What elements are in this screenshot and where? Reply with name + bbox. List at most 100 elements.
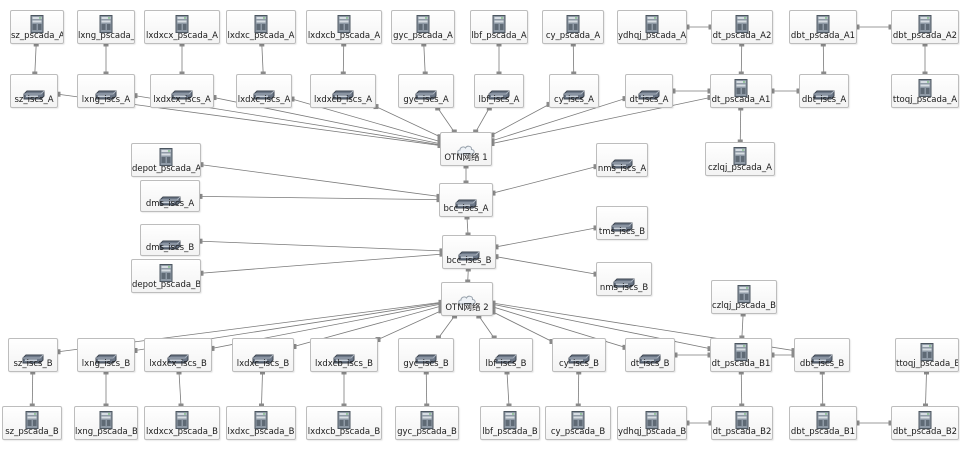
link-depot_pscada_B-bcc_iscs_B[interactable] [165, 251, 470, 277]
node-depot-pscada-b[interactable]: depot_pscada_B [131, 259, 201, 293]
node-lxdxcx-iscs-b[interactable]: lxdxcx_iscs_B [144, 338, 212, 372]
node-label: lbf_pscada_A [471, 31, 527, 41]
node-label: sz_iscs_A [14, 95, 54, 105]
network-switch-icon [613, 273, 635, 288]
node-ttoqj-pscada-a[interactable]: ttoqj_pscada_A [891, 74, 959, 108]
network-cloud-icon [456, 140, 476, 155]
node-label: lxdxc_pscada_A [227, 31, 295, 41]
node-label: dms_iscs_B [145, 243, 195, 253]
node-label: cy_pscada_B [550, 427, 606, 437]
server-cabinet-icon [735, 15, 749, 33]
node-nms-iscs-a[interactable]: nms_iscs_A [596, 143, 648, 177]
node-lxdxcx-pscada-a[interactable]: lxdxcx_pscada_A [144, 10, 220, 44]
node-label: gyc_pscada_A [393, 31, 453, 41]
node-label: dt_pscada_B1 [711, 359, 771, 369]
link-depot_pscada_A-bcc_iscs_A[interactable] [165, 159, 467, 201]
node-cy-pscada-b[interactable]: cy_pscada_B [545, 406, 611, 440]
node-sz-pscada-b[interactable]: sz_pscada_B [2, 406, 62, 440]
node-czlqj-pscada-a[interactable]: czlqj_pscada_A [705, 142, 775, 176]
server-cabinet-icon [734, 79, 748, 97]
server-cabinet-icon [416, 15, 430, 33]
node-lxng-pscada-a[interactable]: lxng_pscada_A [77, 10, 135, 44]
link-dms_iscs_B-bcc_iscs_B[interactable] [169, 239, 470, 253]
node-dbt-pscada-b2[interactable]: dbt_pscada_B2 [891, 406, 959, 440]
node-label: ydhqj_pscada_A [618, 31, 686, 41]
node-dt-pscada-a2[interactable]: dt_pscada_A2 [711, 10, 773, 44]
server-cabinet-icon [918, 15, 932, 33]
server-cabinet-icon [337, 15, 351, 33]
node-dt-pscada-b2[interactable]: dt_pscada_B2 [711, 406, 773, 440]
node-lbf-pscada-b[interactable]: lbf_pscada_B [480, 406, 540, 440]
node-label: lxng_pscada_B [75, 427, 137, 437]
node-tms-iscs-b[interactable]: tms_iscs_B [596, 206, 648, 240]
network-switch-icon [159, 191, 181, 206]
node-ttoqj-pscada-b[interactable]: ttoqj_pscada_B [895, 338, 959, 372]
node-lxng-iscs-b[interactable]: lxng_iscs_B [77, 338, 135, 372]
node-bcc-iscs-a[interactable]: bcc_iscs_A [439, 183, 493, 217]
node-cy-pscada-a[interactable]: cy_pscada_A [542, 10, 604, 44]
node-lbf-pscada-a[interactable]: lbf_pscada_A [470, 10, 528, 44]
node-dt-pscada-b1[interactable]: dt_pscada_B1 [710, 338, 772, 372]
node-depot-pscada-a[interactable]: depot_pscada_A [131, 143, 201, 177]
server-cabinet-icon [566, 15, 580, 33]
node-label: gyc_iscs_A [403, 95, 449, 105]
node-lxdxc-iscs-a[interactable]: lxdxc_iscs_A [236, 74, 292, 108]
node-dbt-pscada-a1[interactable]: dbt_pscada_A1 [789, 10, 857, 44]
node-lbf-iscs-b[interactable]: lbf_iscs_B [479, 338, 533, 372]
node-lxdxc-pscada-a[interactable]: lxdxc_pscada_A [226, 10, 296, 44]
network-cloud-icon [457, 290, 477, 305]
node-label: lbf_pscada_B [482, 427, 538, 437]
node-dt-pscada-a1[interactable]: dt_pscada_A1 [710, 74, 772, 108]
node-dms-iscs-b[interactable]: dms_iscs_B [140, 224, 200, 256]
node-bcc-iscs-b[interactable]: bcc_iscs_B [442, 235, 496, 269]
server-cabinet-icon [918, 411, 932, 429]
node-ydhqj-pscada-b[interactable]: ydhqj_pscada_B [617, 406, 687, 440]
server-cabinet-icon [816, 411, 830, 429]
server-cabinet-icon [159, 148, 173, 166]
node-dbt-pscada-a2[interactable]: dbt_pscada_A2 [891, 10, 959, 44]
node-nms-iscs-b[interactable]: nms_iscs_B [596, 262, 652, 296]
node-dms-iscs-a[interactable]: dms_iscs_A [140, 180, 200, 212]
node-otn2[interactable]: OTN网络 2 [441, 282, 493, 316]
node-lxdxcb-pscada-a[interactable]: lxdxcb_pscada_A [306, 10, 382, 44]
node-lxdxc-iscs-b[interactable]: lxdxc_iscs_B [232, 338, 294, 372]
server-cabinet-icon [816, 15, 830, 33]
node-lxdxc-pscada-b[interactable]: lxdxc_pscada_B [226, 406, 296, 440]
node-lxng-iscs-a[interactable]: lxng_iscs_A [77, 74, 135, 108]
node-ydhqj-pscada-a[interactable]: ydhqj_pscada_A [617, 10, 687, 44]
node-dt-iscs-a[interactable]: dt_iscs_A [625, 74, 673, 108]
node-lxng-pscada-b[interactable]: lxng_pscada_B [74, 406, 138, 440]
node-sz-pscada-a[interactable]: sz_pscada_A [10, 10, 64, 44]
node-lxdxcx-iscs-a[interactable]: lxdxcx_iscs_A [150, 74, 214, 108]
node-label: gyc_pscada_B [397, 427, 457, 437]
node-gyc-pscada-a[interactable]: gyc_pscada_A [391, 10, 455, 44]
network-switch-icon [22, 349, 44, 364]
node-gyc-iscs-b[interactable]: gyc_iscs_B [398, 338, 454, 372]
node-lxdxcx-pscada-b[interactable]: lxdxcx_pscada_B [144, 406, 220, 440]
node-dbt-pscada-b1[interactable]: dbt_pscada_B1 [789, 406, 857, 440]
node-lxdxcb-pscada-b[interactable]: lxdxcb_pscada_B [306, 406, 382, 440]
node-lxdxcb-iscs-b[interactable]: lxdxcb_iscs_B [310, 338, 378, 372]
node-cy-iscs-b[interactable]: cy_iscs_B [552, 338, 606, 372]
server-cabinet-icon [99, 411, 113, 429]
node-otn1[interactable]: OTN网络 1 [440, 132, 492, 166]
node-cy-iscs-a[interactable]: cy_iscs_A [549, 74, 599, 108]
node-dt-iscs-b[interactable]: dt_iscs_B [625, 338, 675, 372]
network-switch-icon [95, 349, 117, 364]
link-dms_iscs_A-bcc_iscs_A[interactable] [169, 195, 467, 201]
node-czlqj-pscada-b[interactable]: czlqj_pscada_B [711, 280, 777, 314]
node-sz-iscs-a[interactable]: sz_iscs_A [10, 74, 58, 108]
node-label: cy_iscs_A [554, 95, 594, 105]
node-label: lxng_pscada_A [78, 31, 134, 41]
node-gyc-iscs-a[interactable]: gyc_iscs_A [398, 74, 454, 108]
node-label: lxdxc_iscs_A [237, 95, 291, 105]
node-label: ydhqj_pscada_B [618, 427, 686, 437]
server-cabinet-icon [503, 411, 517, 429]
node-lbf-iscs-a[interactable]: lbf_iscs_A [474, 74, 524, 108]
node-label: dbt_iscs_B [799, 359, 845, 369]
node-lxdxcb-iscs-a[interactable]: lxdxcb_iscs_A [310, 74, 376, 108]
node-sz-iscs-b[interactable]: sz_iscs_B [8, 338, 58, 372]
node-gyc-pscada-b[interactable]: gyc_pscada_B [395, 406, 459, 440]
node-dbt-iscs-a[interactable]: dbt_iscs_A [799, 74, 849, 108]
node-dbt-iscs-b[interactable]: dbt_iscs_B [794, 338, 850, 372]
